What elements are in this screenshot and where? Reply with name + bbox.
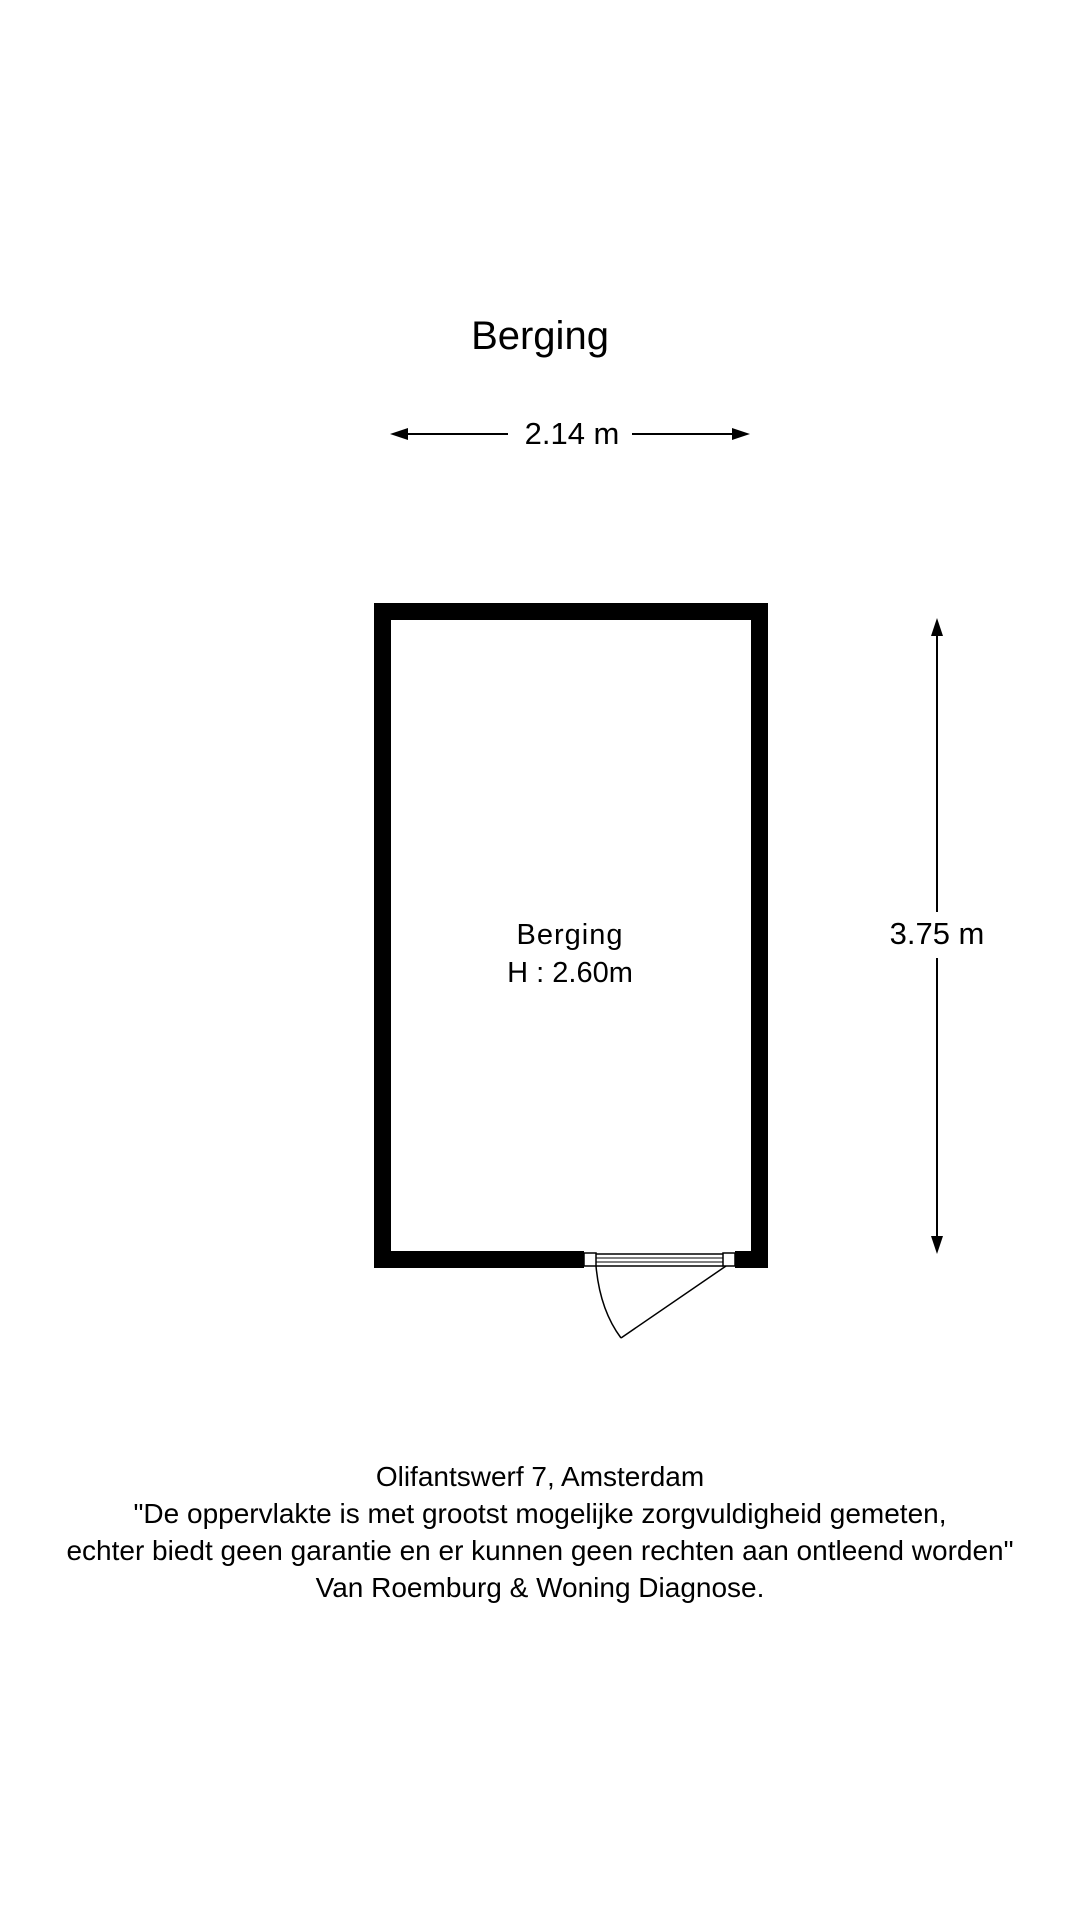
footer-text: Olifantswerf 7, Amsterdam "De oppervlakt… [0, 1458, 1080, 1606]
footer-disclaimer-line1: "De oppervlakte is met grootst mogelijke… [133, 1498, 947, 1529]
room-label: Berging H : 2.60m [470, 916, 670, 992]
room-ceiling-height: H : 2.60m [507, 957, 633, 989]
height-dimension-label: 3.75 m [877, 916, 997, 952]
door [583, 1252, 736, 1339]
arrow-down-icon [931, 1236, 943, 1254]
room-walls [374, 603, 768, 1268]
footer-address: Olifantswerf 7, Amsterdam [375, 1461, 705, 1492]
arrow-left-icon [390, 428, 408, 440]
width-dimension-line [390, 428, 750, 440]
room-name: Berging [516, 919, 624, 951]
height-dimension-line [931, 618, 943, 1254]
arrow-up-icon [931, 618, 943, 636]
footer-disclaimer-line2: echter biedt geen garantie en er kunnen … [66, 1535, 1014, 1566]
door-swing-arc [595, 1265, 622, 1339]
door-leaf [620, 1265, 727, 1339]
footer-company: Van Roemburg & Woning Diagnose. [315, 1572, 765, 1603]
plan-title: Berging [471, 314, 609, 358]
width-dimension-label: 2.14 m [512, 416, 632, 452]
arrow-right-icon [732, 428, 750, 440]
